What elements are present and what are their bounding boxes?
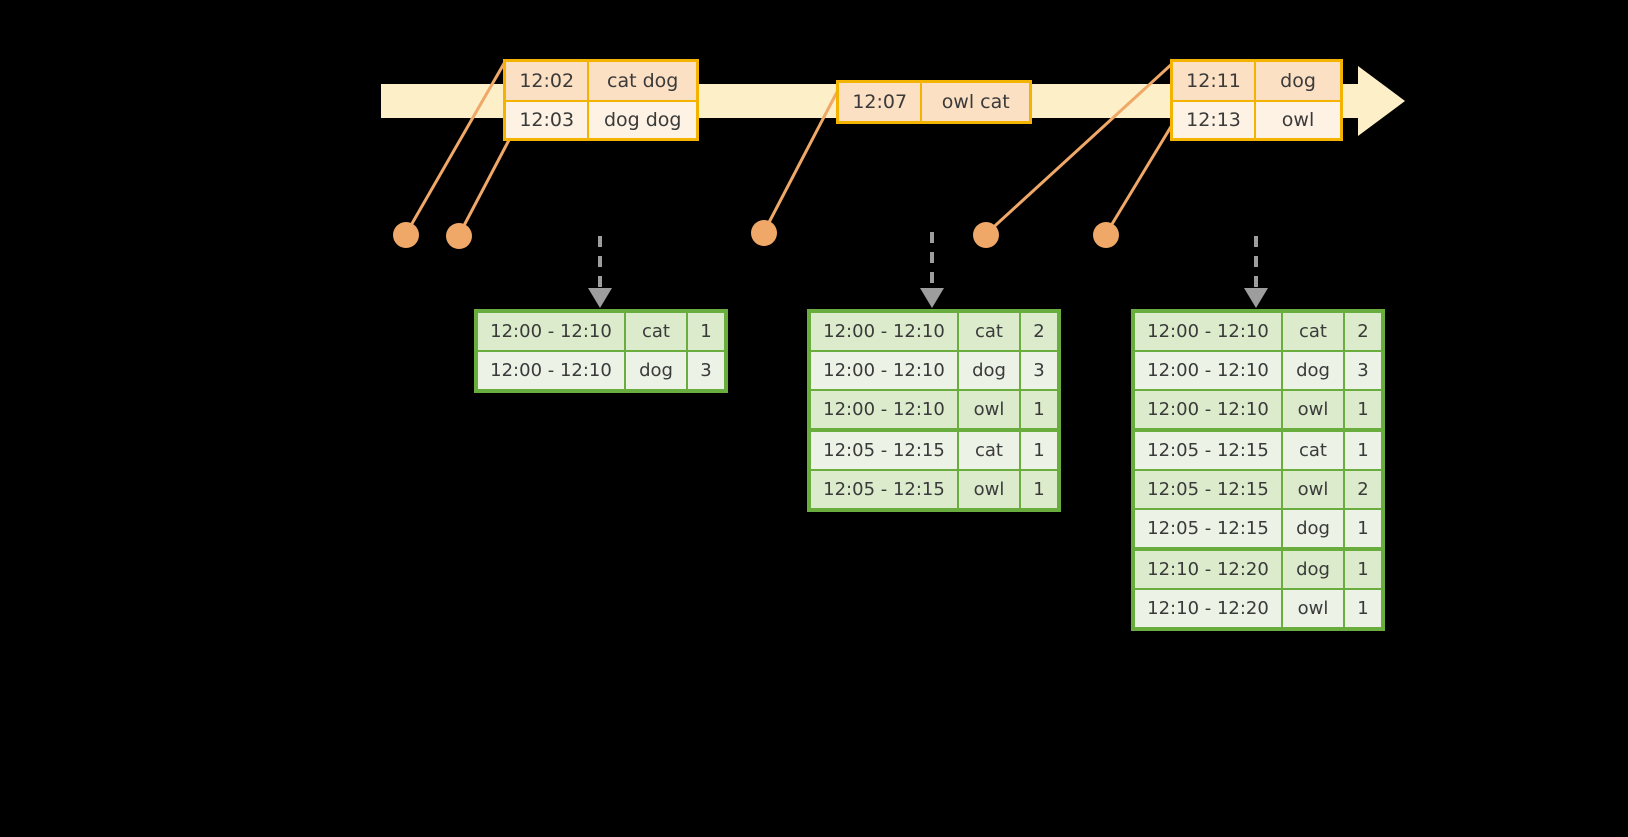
count-cell: 3 [1345,352,1381,389]
event-time: 12:02 [506,62,590,100]
event-row: 12:03 dog dog [506,100,696,138]
table-row: 12:00 - 12:10 cat 2 [811,313,1057,350]
event-row: 12:13 owl [1173,100,1340,138]
table-row: 12:05 - 12:15 owl 1 [811,471,1057,508]
word-cell: dog [1283,510,1343,547]
window-cell: 12:10 - 12:20 [1135,590,1281,627]
window-cell: 12:00 - 12:10 [478,352,624,389]
table-row: 12:00 - 12:10 cat 2 [1135,313,1381,350]
window-cell: 12:05 - 12:15 [1135,510,1281,547]
event-row: 12:07 owl cat [839,83,1029,121]
trigger-arrow-heads [588,288,1268,308]
count-cell: 3 [688,352,724,389]
table-row: 12:10 - 12:20 owl 1 [1135,590,1381,627]
table-row: 12:05 - 12:15 dog 1 [1135,510,1381,547]
count-cell: 1 [1021,432,1057,469]
event-box-group-1[interactable]: 12:02 cat dog 12:03 dog dog [503,59,699,141]
word-cell: owl [959,471,1019,508]
table-row: 12:05 - 12:15 owl 2 [1135,471,1381,508]
window-cell: 12:00 - 12:10 [478,313,624,350]
count-cell: 3 [1021,352,1057,389]
word-cell: owl [1283,391,1343,428]
count-cell: 2 [1021,313,1057,350]
word-cell: cat [626,313,686,350]
table-row: 12:00 - 12:10 dog 3 [1135,352,1381,389]
window-cell: 12:00 - 12:10 [811,352,957,389]
window-cell: 12:00 - 12:10 [1135,391,1281,428]
window-cell: 12:00 - 12:10 [1135,352,1281,389]
word-cell: owl [1283,471,1343,508]
event-words: owl [1256,102,1340,138]
count-cell: 1 [1021,471,1057,508]
event-row: 12:02 cat dog [506,62,696,100]
word-cell: dog [626,352,686,389]
window-cell: 12:00 - 12:10 [811,391,957,428]
window-cell: 12:05 - 12:15 [811,471,957,508]
word-cell: dog [1283,551,1343,588]
window-cell: 12:00 - 12:10 [1135,313,1281,350]
result-table-3[interactable]: 12:00 - 12:10 cat 2 12:00 - 12:10 dog 3 … [1131,309,1385,631]
count-cell: 2 [1345,471,1381,508]
word-cell: cat [959,432,1019,469]
event-time: 12:11 [1173,62,1257,100]
window-cell: 12:05 - 12:15 [811,432,957,469]
word-cell: dog [1283,352,1343,389]
event-words: owl cat [922,83,1029,121]
count-cell: 1 [688,313,724,350]
table-row: 12:00 - 12:10 cat 1 [478,313,724,350]
event-dots [393,220,1119,249]
table-row: 12:00 - 12:10 dog 3 [811,352,1057,389]
event-time: 12:13 [1173,102,1257,138]
table-row: 12:05 - 12:15 cat 1 [1135,432,1381,469]
word-cell: cat [1283,432,1343,469]
count-cell: 1 [1345,432,1381,469]
table-row: 12:10 - 12:20 dog 1 [1135,551,1381,588]
event-words: cat dog [589,62,696,100]
window-cell: 12:05 - 12:15 [1135,471,1281,508]
result-table-1[interactable]: 12:00 - 12:10 cat 1 12:00 - 12:10 dog 3 [474,309,728,393]
count-cell: 1 [1345,551,1381,588]
table-row: 12:05 - 12:15 cat 1 [811,432,1057,469]
word-cell: owl [959,391,1019,428]
table-row: 12:00 - 12:10 owl 1 [1135,391,1381,428]
word-cell: cat [1283,313,1343,350]
event-time: 12:07 [839,83,923,121]
table-row: 12:00 - 12:10 dog 3 [478,352,724,389]
event-time: 12:03 [506,102,590,138]
event-box-group-2[interactable]: 12:07 owl cat [836,80,1032,124]
word-cell: dog [959,352,1019,389]
event-box-group-3[interactable]: 12:11 dog 12:13 owl [1170,59,1343,141]
event-row: 12:11 dog [1173,62,1340,100]
window-cell: 12:00 - 12:10 [811,313,957,350]
window-cell: 12:05 - 12:15 [1135,432,1281,469]
event-words: dog [1256,62,1340,100]
event-words: dog dog [589,102,696,138]
count-cell: 1 [1345,590,1381,627]
word-cell: owl [1283,590,1343,627]
count-cell: 1 [1021,391,1057,428]
word-cell: cat [959,313,1019,350]
count-cell: 2 [1345,313,1381,350]
trigger-arrows [598,232,1258,288]
table-row: 12:00 - 12:10 owl 1 [811,391,1057,428]
count-cell: 1 [1345,391,1381,428]
result-table-2[interactable]: 12:00 - 12:10 cat 2 12:00 - 12:10 dog 3 … [807,309,1061,512]
window-cell: 12:10 - 12:20 [1135,551,1281,588]
count-cell: 1 [1345,510,1381,547]
